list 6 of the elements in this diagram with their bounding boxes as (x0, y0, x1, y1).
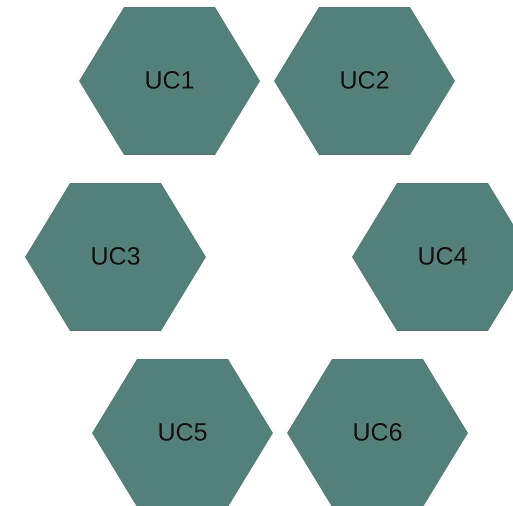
node-label: UC4 (418, 242, 468, 272)
node-label: UC6 (352, 418, 402, 448)
node-label: UC1 (144, 66, 194, 96)
node-label: UC5 (158, 418, 208, 448)
node-label: UC2 (340, 66, 390, 96)
node-label: UC3 (90, 242, 140, 272)
